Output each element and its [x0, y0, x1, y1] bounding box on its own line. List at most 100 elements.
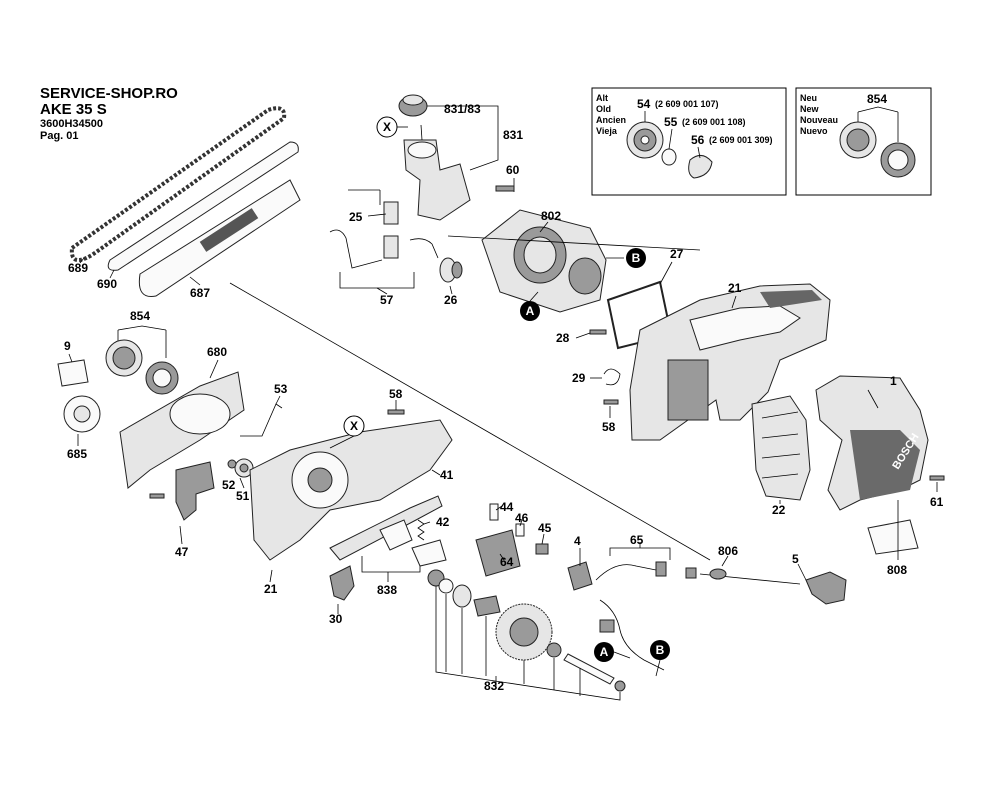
shop-name: SERVICE-SHOP.RO: [40, 85, 178, 102]
marker-x-left: X: [343, 415, 365, 437]
label-9: [57, 359, 89, 387]
new-part-854: 854: [867, 92, 887, 106]
sprocket-ring-854: [145, 361, 179, 395]
label-41: 41: [440, 468, 454, 482]
svg-text:B: B: [632, 251, 641, 265]
vent-cover-22: [751, 395, 811, 501]
old-parts-box: Alt Old Ancien Vieja 54 (2 609 001 107) …: [591, 87, 787, 196]
label-838: 838: [377, 583, 397, 597]
label-26: 26: [444, 293, 458, 307]
screw-small: [149, 493, 165, 499]
washer-55: [661, 148, 677, 166]
old-part-54: 54: [637, 97, 651, 111]
old-word-en: Old: [596, 104, 611, 114]
model-name: AKE 35 S: [40, 101, 107, 118]
new-word-fr: Nouveau: [800, 115, 838, 125]
label-806: 806: [718, 544, 738, 558]
label-44: 44: [500, 500, 514, 514]
label-22: 22: [772, 503, 786, 517]
model-code: 3600H34500: [40, 118, 104, 130]
label-690: 690: [97, 277, 117, 291]
sprocket-685: [63, 395, 101, 433]
label-53: 53: [274, 382, 288, 396]
oil-pump: [329, 201, 439, 269]
label-52: 52: [222, 478, 236, 492]
nut-52: [227, 459, 237, 469]
lever-53: [240, 403, 283, 437]
label-687: 687: [190, 286, 210, 300]
label-685: 685: [67, 447, 87, 461]
tensioner-47: [175, 461, 215, 521]
switch-4: [567, 561, 593, 591]
brush-holder-64: [475, 529, 521, 577]
sprocket-ring-854-new: [880, 142, 916, 178]
saw-chain: [69, 106, 287, 263]
new-word-en: New: [800, 104, 820, 114]
new-word-de: Neu: [800, 93, 817, 103]
label-5: 5: [792, 552, 799, 566]
label-831-83: 831/83: [444, 102, 481, 116]
pin-28: [589, 329, 607, 335]
oil-cap: [398, 94, 428, 117]
svg-text:X: X: [350, 419, 358, 433]
sprocket-854-new: [839, 121, 877, 159]
chain-cover-680: [119, 371, 245, 489]
old-part-54-code: (2 609 001 107): [655, 99, 719, 109]
new-parts-box: Neu New Nouveau Nuevo 854: [795, 87, 932, 196]
spring-29: [603, 368, 621, 386]
bearing-26: [439, 257, 463, 283]
guide-bar: [107, 141, 299, 271]
brush-45: [535, 543, 549, 555]
trigger-30: [329, 565, 355, 601]
old-part-55-code: (2 609 001 108): [682, 117, 746, 127]
label-1: 1: [890, 374, 897, 388]
marker-a-motor: A: [520, 301, 540, 321]
svg-text:B: B: [656, 643, 665, 657]
label-21-gear: 21: [264, 582, 278, 596]
svg-text:A: A: [526, 304, 535, 318]
label-61: 61: [930, 495, 944, 509]
wheel-51: [234, 458, 254, 478]
cord-806: [699, 568, 801, 585]
bracket: [411, 539, 447, 567]
label-47: 47: [175, 545, 189, 559]
label-28: 28: [556, 331, 570, 345]
screw-60: [495, 185, 515, 192]
page-number: Pag. 01: [40, 130, 79, 142]
old-word-es: Vieja: [596, 126, 618, 136]
bar-cover: [138, 179, 301, 298]
label-42: 42: [436, 515, 450, 529]
motor: [481, 209, 607, 313]
marker-a-wiring: A: [594, 642, 614, 662]
marker-b-motor: B: [626, 248, 646, 268]
marker-x-top: X: [376, 116, 398, 138]
motor-housing: [815, 375, 929, 511]
screw-58-left: [387, 409, 405, 415]
label-51: 51: [236, 489, 250, 503]
old-part-56-code: (2 609 001 309): [709, 135, 773, 145]
spring-44: [489, 503, 499, 521]
old-part-56: 56: [691, 133, 705, 147]
label-27: 27: [670, 247, 684, 261]
label-45: 45: [538, 521, 552, 535]
label-46: 46: [515, 511, 529, 525]
new-word-es: Nuevo: [800, 126, 828, 136]
label-57: 57: [380, 293, 394, 307]
label-65: 65: [630, 533, 644, 547]
screw-61: [929, 475, 945, 481]
old-word-fr: Ancien: [596, 115, 626, 125]
label-4: 4: [574, 534, 581, 548]
label-689: 689: [68, 261, 88, 275]
spring-42: [417, 519, 425, 541]
label-58-top: 58: [602, 420, 616, 434]
sprocket-854: [105, 339, 143, 377]
marker-b-wiring: B: [650, 640, 670, 660]
label-832: 832: [484, 679, 504, 693]
clip-56: [688, 155, 713, 179]
wiring-harness-65: [595, 561, 697, 671]
old-word-de: Alt: [596, 93, 608, 103]
label-808: [867, 519, 919, 555]
plug-5: [805, 571, 847, 605]
label-680: 680: [207, 345, 227, 359]
